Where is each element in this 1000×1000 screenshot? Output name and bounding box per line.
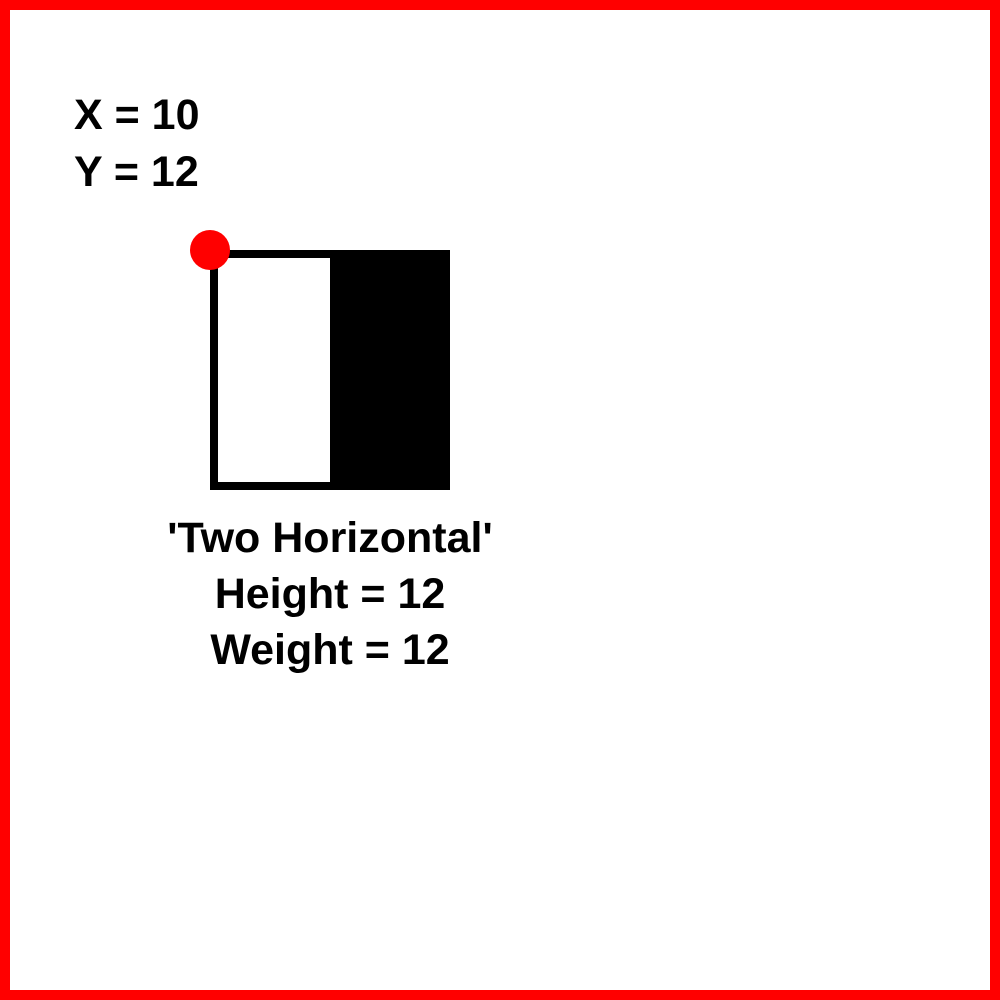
feature-caption: 'Two Horizontal' Height = 12 Weight = 12 [130,510,530,678]
feature-weight-label: Weight = 12 [210,626,450,674]
y-coordinate-label: Y = 12 [74,148,199,196]
feature-white-half [218,258,330,482]
feature-name-label: 'Two Horizontal' [167,514,493,562]
feature-height-label: Height = 12 [214,570,446,618]
x-coordinate-label: X = 10 [74,91,200,139]
origin-marker-dot [190,230,230,270]
feature-black-half [330,258,442,482]
two-horizontal-feature [210,250,450,490]
